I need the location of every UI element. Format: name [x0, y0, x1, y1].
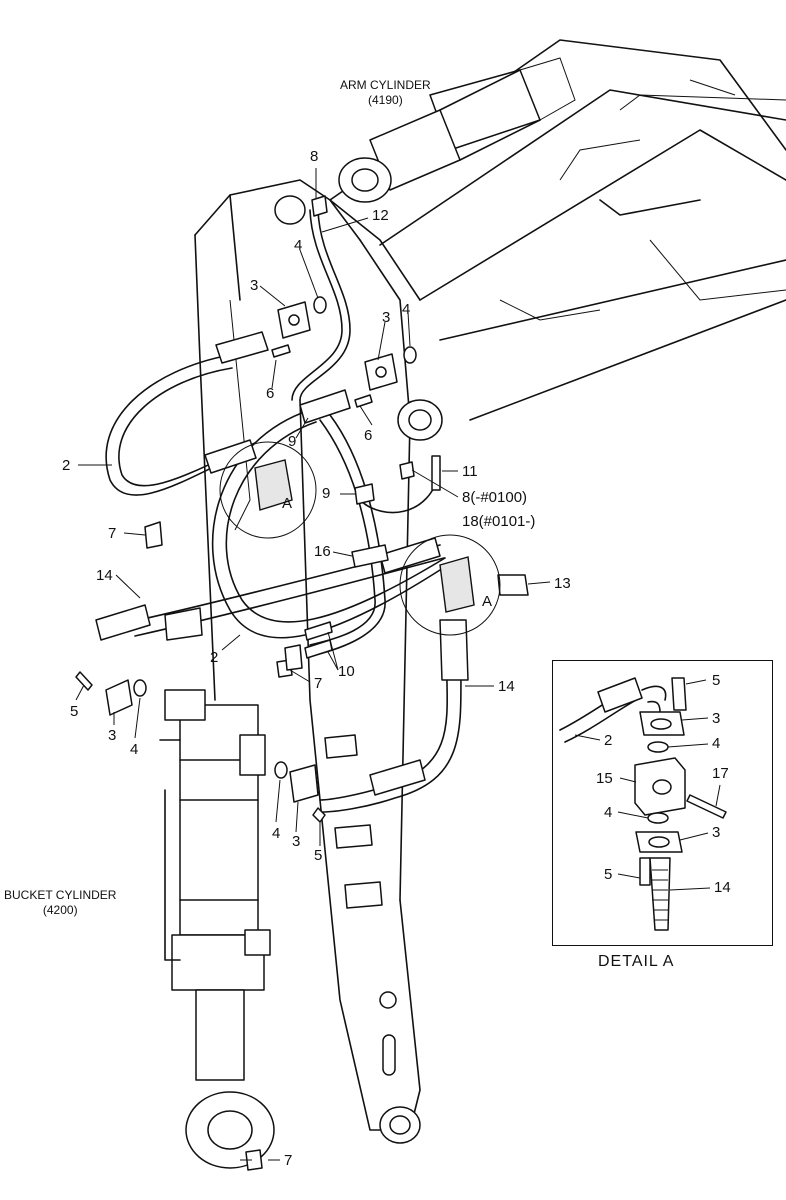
- detail-callout-3-bottom: 3: [712, 824, 721, 841]
- arm-cylinder-title: ARM CYLINDER: [340, 78, 431, 92]
- callout-16: 16: [314, 543, 331, 560]
- callout-4-upper-left: 4: [294, 237, 303, 254]
- arm-structure: [329, 39, 786, 421]
- detail-callout-4-top: 4: [712, 735, 721, 752]
- callout-9-lower: 9: [322, 485, 331, 502]
- detail-callout-14: 14: [714, 879, 731, 896]
- callout-10: 10: [338, 663, 355, 680]
- leader-lines: [75, 168, 721, 1161]
- detail-a-frame: [552, 660, 773, 946]
- arm-cylinder-code: (4190): [368, 93, 403, 107]
- detail-callout-4-bottom: 4: [604, 804, 613, 821]
- bucket-cylinder-label: BUCKET CYLINDER (4200): [4, 888, 116, 918]
- callout-14-right: 14: [498, 678, 515, 695]
- detail-callout-5-top: 5: [712, 672, 721, 689]
- bucket-cylinder: [159, 689, 275, 1169]
- view-ref-a-left: A: [282, 495, 293, 512]
- detail-a-title: DETAIL A: [598, 953, 675, 970]
- callout-8-top: 8: [310, 148, 319, 165]
- detail-callout-5-bottom: 5: [604, 866, 613, 883]
- arm-cylinder: [338, 57, 576, 203]
- callout-12: 12: [372, 207, 389, 224]
- detail-callout-3-top: 3: [712, 710, 721, 727]
- callout-3-upper-left: 3: [250, 277, 259, 294]
- callout-7-middle: 7: [314, 675, 323, 692]
- callout-11: 11: [462, 463, 478, 480]
- callout-4-lower-left: 4: [130, 741, 139, 758]
- callout-6-left: 6: [266, 385, 275, 402]
- callout-3-lower-left: 3: [108, 727, 117, 744]
- callout-9-upper: 9: [288, 433, 297, 450]
- callout-5-lower: 5: [314, 847, 323, 864]
- callout-2-lower: 2: [210, 649, 219, 666]
- callout-14-left: 14: [96, 567, 113, 584]
- callout-7-bottom: 7: [284, 1152, 293, 1169]
- callout-8-serial: 8(-#0100): [462, 489, 528, 506]
- view-ref-a-right: A: [482, 593, 493, 610]
- bucket-cylinder-title: BUCKET CYLINDER: [4, 888, 117, 902]
- callout-2-left: 2: [62, 457, 71, 474]
- callout-4-upper-right: 4: [402, 301, 411, 318]
- bucket-cylinder-code: (4200): [42, 903, 78, 917]
- arm-cylinder-label: ARM CYLINDER (4190): [340, 78, 431, 108]
- callout-13: 13: [554, 575, 571, 592]
- detail-callout-2: 2: [604, 732, 613, 749]
- detail-callout-17: 17: [712, 765, 729, 782]
- callout-7-left: 7: [108, 525, 117, 542]
- detail-callout-15: 15: [596, 770, 613, 787]
- small-parts: [75, 195, 529, 1171]
- detail-a-drawing: [559, 677, 727, 931]
- callout-18-serial: 18(#0101-): [462, 513, 536, 530]
- callout-5-left: 5: [70, 703, 79, 720]
- callout-3-lower-right: 3: [292, 833, 301, 850]
- boom-structure: [194, 179, 443, 1144]
- callout-4-lower-right: 4: [272, 825, 281, 842]
- callout-3-upper-right: 3: [382, 309, 391, 326]
- callout-6-right: 6: [364, 427, 373, 444]
